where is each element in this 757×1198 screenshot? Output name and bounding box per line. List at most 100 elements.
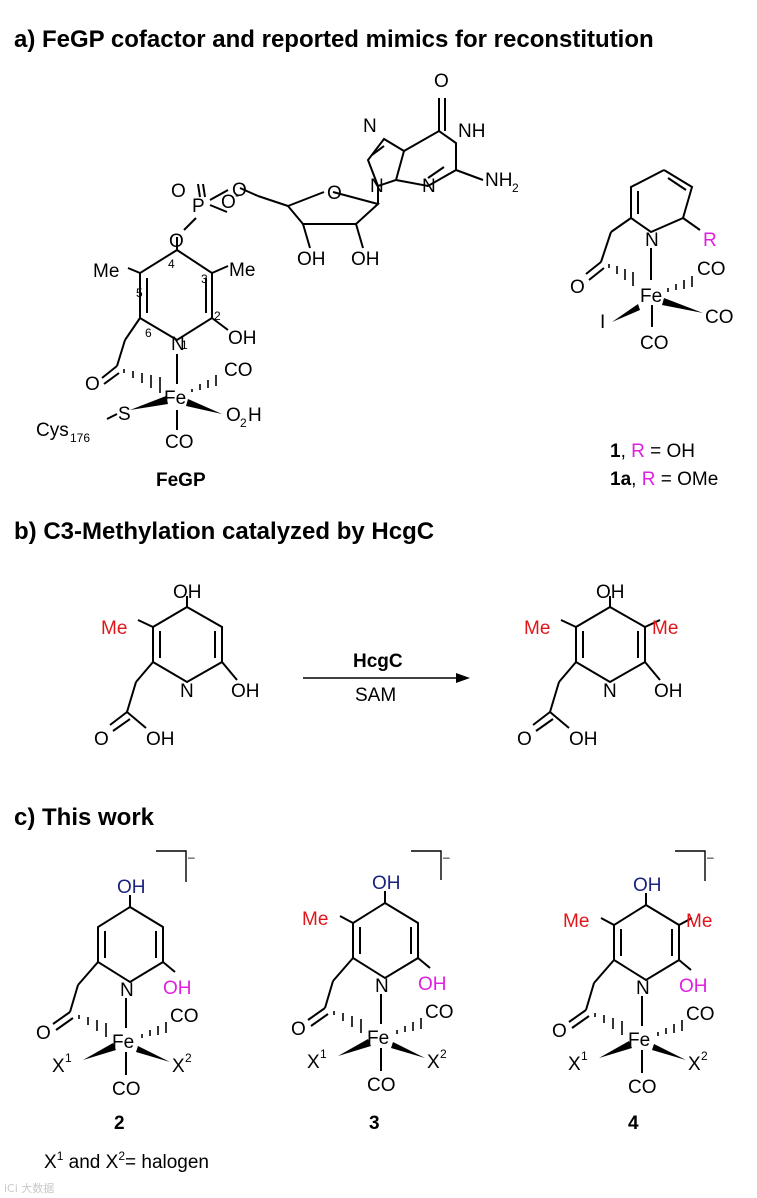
fegp-wedge-o2h	[186, 399, 222, 414]
mimic1-wedge-i	[612, 304, 640, 322]
svg-text:X: X	[52, 1056, 65, 1077]
svg-text:1: 1	[65, 1051, 72, 1065]
svg-text:X: X	[172, 1056, 185, 1077]
svg-text:Fe: Fe	[112, 1032, 134, 1053]
svg-text:O: O	[226, 405, 241, 426]
svg-text:CO: CO	[705, 307, 734, 328]
mimic1-hash-co	[667, 276, 693, 292]
svg-text:O: O	[327, 183, 342, 204]
product-structure	[532, 596, 661, 732]
fegp-hash-acyl	[123, 369, 161, 393]
product-atom-labels: OH Me Me N OH O OH	[517, 582, 683, 750]
svg-text:O: O	[434, 71, 449, 92]
svg-text:X: X	[427, 1052, 440, 1073]
substrate-structure	[109, 596, 238, 732]
heading-a: a) FeGP cofactor and reported mimics for…	[14, 26, 654, 53]
svg-text:2: 2	[512, 181, 519, 195]
svg-text:OH: OH	[654, 681, 683, 702]
svg-text:Cys: Cys	[36, 420, 69, 441]
svg-text:Fe: Fe	[367, 1028, 389, 1049]
svg-text:2: 2	[240, 416, 247, 430]
svg-text:O: O	[36, 1023, 51, 1044]
svg-text:-: -	[235, 188, 239, 202]
svg-text:CO: CO	[686, 1004, 715, 1025]
svg-text:N: N	[363, 116, 377, 137]
svg-text:O: O	[517, 729, 532, 750]
svg-text:2: 2	[214, 309, 221, 323]
svg-text:I: I	[600, 312, 605, 333]
svg-text:176: 176	[70, 431, 90, 445]
compound-3: OH Me OH N O Fe CO X 1 X 2 CO –	[291, 850, 454, 1096]
svg-text:–: –	[707, 850, 714, 864]
svg-text:CO: CO	[628, 1077, 657, 1098]
svg-text:CO: CO	[170, 1006, 199, 1027]
svg-text:6: 6	[145, 326, 152, 340]
svg-text:NH: NH	[485, 170, 512, 191]
fegp-structure	[101, 98, 484, 430]
svg-text:OH: OH	[679, 976, 708, 997]
svg-text:2: 2	[701, 1049, 708, 1063]
svg-text:O: O	[94, 729, 109, 750]
reaction-catalyst: HcgC	[353, 651, 403, 672]
svg-text:CO: CO	[112, 1079, 141, 1100]
svg-text:NH: NH	[458, 121, 485, 142]
svg-text:N: N	[636, 978, 650, 999]
svg-text:CO: CO	[640, 333, 669, 354]
svg-text:1: 1	[581, 1049, 588, 1063]
svg-text:O: O	[232, 180, 247, 201]
svg-text:4: 4	[168, 257, 175, 271]
mimic1-wedge-co	[662, 298, 703, 313]
compound-3-label: 3	[369, 1113, 380, 1134]
svg-text:OH: OH	[418, 974, 447, 995]
svg-text:O: O	[221, 192, 236, 213]
mimic-1-structure	[585, 169, 701, 327]
svg-text:Fe: Fe	[164, 388, 186, 409]
heading-b: b) C3-Methylation catalyzed by HcgC	[14, 518, 434, 545]
svg-text:2: 2	[440, 1047, 447, 1061]
svg-text:Me: Me	[229, 260, 255, 281]
compound-2: OH OH N O Fe CO X 1 X 2 CO –	[36, 850, 199, 1100]
svg-text:O: O	[85, 374, 100, 395]
svg-text:OH: OH	[372, 873, 401, 894]
compound-1a-label: 1a, R = OMe	[610, 469, 718, 490]
svg-text:O: O	[291, 1019, 306, 1040]
svg-text:Fe: Fe	[628, 1030, 650, 1051]
svg-text:Me: Me	[563, 911, 589, 932]
svg-text:2: 2	[185, 1051, 192, 1065]
svg-text:OH: OH	[231, 681, 260, 702]
svg-text:3: 3	[201, 272, 208, 286]
fegp-ring-numbers: 1 2 3 4 5 6	[136, 257, 221, 352]
halogen-note: X1 and X2= halogen	[44, 1149, 209, 1173]
compound-1-label: 1, R = OH	[610, 441, 695, 462]
mimic1-atom-labels: N R O Fe CO CO I CO	[570, 230, 734, 354]
svg-text:O: O	[570, 277, 585, 298]
fegp-hash-co	[191, 375, 217, 392]
svg-text:R: R	[703, 230, 717, 251]
svg-text:–: –	[443, 850, 450, 864]
substrate-atom-labels: OH Me N OH O OH	[94, 582, 260, 750]
svg-text:X: X	[688, 1054, 701, 1075]
svg-text:Me: Me	[652, 618, 678, 639]
mimic1-hash-acyl	[608, 264, 634, 286]
svg-text:N: N	[120, 980, 134, 1001]
svg-text:OH: OH	[569, 729, 598, 750]
fegp-wedge-s	[130, 396, 168, 410]
svg-text:Fe: Fe	[640, 286, 662, 307]
fegp-atom-labels: O P O - O O Me Me N OH O Fe CO O 2 H CO …	[36, 71, 519, 453]
fegp-label: FeGP	[156, 470, 206, 491]
svg-text:N: N	[180, 681, 194, 702]
compound-4-label: 4	[628, 1113, 639, 1134]
svg-text:OH: OH	[228, 328, 257, 349]
svg-text:P: P	[192, 196, 205, 217]
reaction-arrowhead	[456, 673, 470, 683]
svg-text:OH: OH	[146, 729, 175, 750]
svg-text:O: O	[552, 1021, 567, 1042]
svg-text:CO: CO	[367, 1075, 396, 1096]
svg-text:O: O	[171, 181, 186, 202]
svg-text:CO: CO	[224, 360, 253, 381]
svg-text:X: X	[568, 1054, 581, 1075]
svg-text:N: N	[645, 230, 659, 251]
svg-text:OH: OH	[596, 582, 625, 603]
svg-text:X: X	[307, 1052, 320, 1073]
